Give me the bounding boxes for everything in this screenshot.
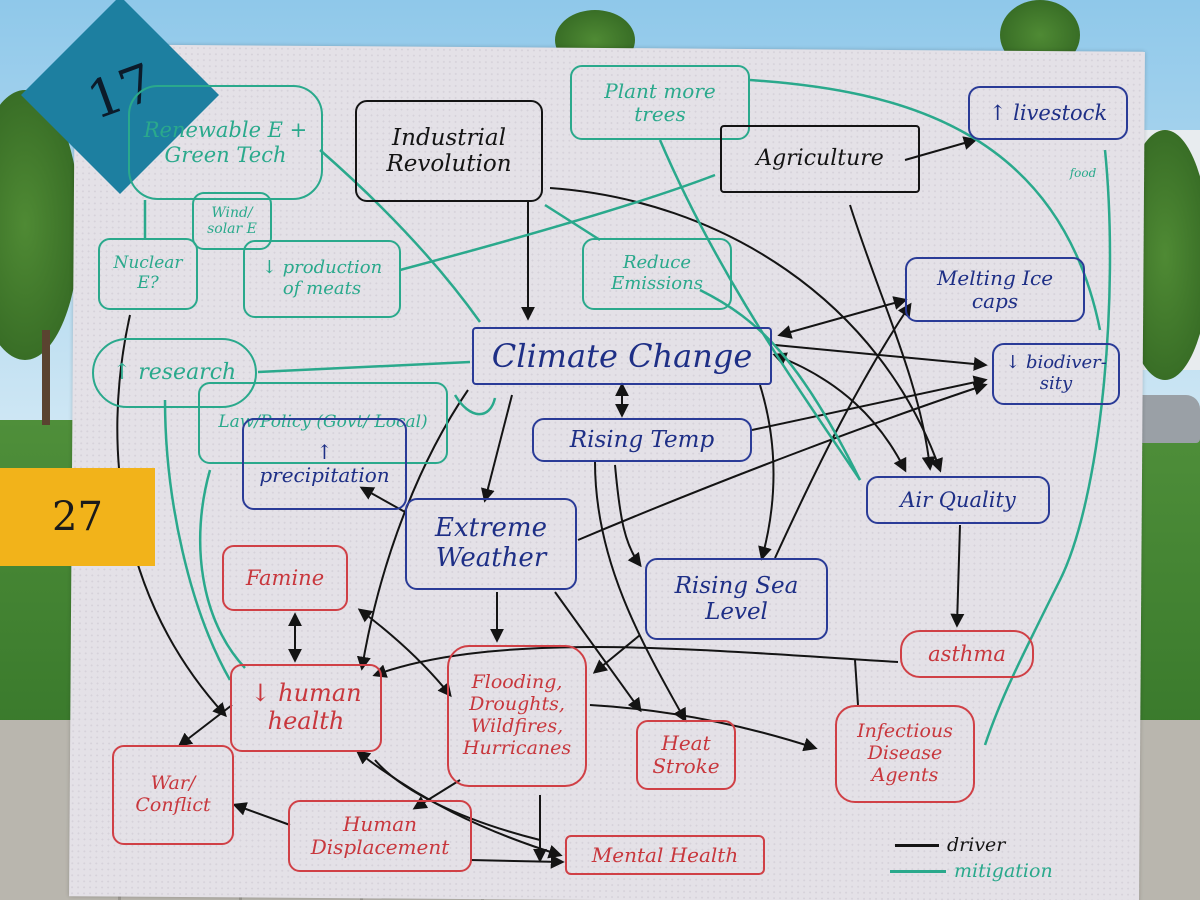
arrow-extreme-to-biodiversity (577, 381, 988, 541)
node-heat-stroke: Heat Stroke (636, 720, 736, 790)
arrow-mental-to-health (374, 759, 541, 841)
legend-driver-arrow-icon (895, 843, 939, 847)
arrow-agriculture-to-livestock (904, 136, 978, 161)
arrow-climate-to-sea (758, 384, 775, 561)
arrow-temp-to-sea (614, 464, 642, 568)
arrow-air-to-asthma (950, 524, 965, 628)
node-air-quality: Air Quality (866, 476, 1050, 524)
arrow-asthma-to-health (372, 646, 899, 678)
mitigation-research-to-health (163, 399, 232, 681)
node-flooding-droughts: Flooding, Droughts, Wildfires, Hurricane… (447, 645, 587, 787)
mitigation-law-to-climate (453, 394, 497, 416)
mitigation-production-to-agriculture (399, 173, 716, 272)
arrow-flooding-to-displacement (412, 779, 461, 810)
arrow-temp-to-heat (594, 461, 687, 723)
mitigation-plant-to-climate (749, 78, 1102, 331)
mitigation-research-to-climate (257, 360, 471, 374)
node-rising-temp: Rising Temp (532, 418, 752, 462)
node-war-conflict: War/ Conflict (112, 745, 234, 845)
node-livestock: ↑ livestock (968, 86, 1128, 140)
node-mental-health: Mental Health (565, 835, 765, 875)
node-climate-change: Climate Change (472, 327, 772, 385)
tree-left-trunk (42, 330, 50, 425)
node-research: ↑ research (92, 338, 257, 408)
arrow-climate-to-extreme (481, 394, 513, 503)
node-asthma: asthma (900, 630, 1034, 678)
arrow-industrial-to-air (549, 187, 943, 473)
node-biodiversity: ↓ biodiver- sity (992, 343, 1120, 405)
node-infectious-disease: Infectious Disease Agents (835, 705, 975, 803)
arrow-temp-to-biodiversity (751, 375, 988, 431)
arrow-sea-to-flooding (592, 634, 641, 674)
node-renewable-energy: Renewable E + Green Tech (128, 85, 323, 200)
node-production-of-meats: ↓ production of meats (243, 240, 401, 318)
arrow-climate-to-air (772, 352, 907, 473)
arrow-extreme-to-heat (554, 591, 642, 713)
legend-driver-label: driver (947, 834, 1006, 856)
node-rising-sea-level: Rising Sea Level (645, 558, 828, 640)
node-famine: Famine (222, 545, 348, 611)
node-nuclear-energy: Nuclear E? (98, 238, 198, 310)
node-precipitation: ↑ precipitation (242, 418, 407, 510)
arrow-climate-to-ice (777, 296, 908, 339)
node-agriculture: Agriculture (720, 125, 920, 193)
arrow-health-to-mental (355, 750, 563, 859)
arrow-displacement-to-war (232, 802, 291, 826)
node-human-displacement: Human Displacement (288, 800, 472, 872)
legend-driver: driver (895, 834, 1005, 856)
arrow-health-flooding (357, 608, 452, 698)
node-wind-solar: Wind/ solar E (192, 192, 272, 250)
node-human-health: ↓ human health (230, 664, 382, 752)
arrow-infectious-line (854, 659, 859, 706)
legend-mitigation-line-icon (890, 869, 946, 873)
node-plant-more-trees: Plant more trees (570, 65, 750, 140)
arrow-health-to-war (177, 704, 233, 747)
node-melting-ice-caps: Melting Ice caps (905, 257, 1085, 322)
arrow-agriculture-to-air (849, 204, 936, 471)
arrow-climate-to-biodiversity (774, 344, 988, 371)
legend-mitigation-label: mitigation (954, 860, 1053, 882)
legend-mitigation: mitigation (890, 860, 1053, 882)
arrow-sea-to-ice (774, 302, 912, 559)
node-reduce-emissions: Reduce Emissions (582, 238, 732, 310)
node-industrial-revolution: Industrial Revolution (355, 100, 543, 202)
node-extreme-weather: Extreme Weather (405, 498, 577, 590)
arrow-displacement-to-mental (469, 854, 565, 869)
node-law-policy: Law/Policy (Govt/ Local) (198, 382, 448, 464)
mitigation-law-to-health (198, 469, 246, 669)
mitigation-renewable-to-climate (319, 149, 482, 323)
sticky-note-27: 27 (0, 468, 155, 566)
mitigation-food-to-infectious (983, 149, 1112, 746)
node-food-label: food (1069, 166, 1097, 181)
